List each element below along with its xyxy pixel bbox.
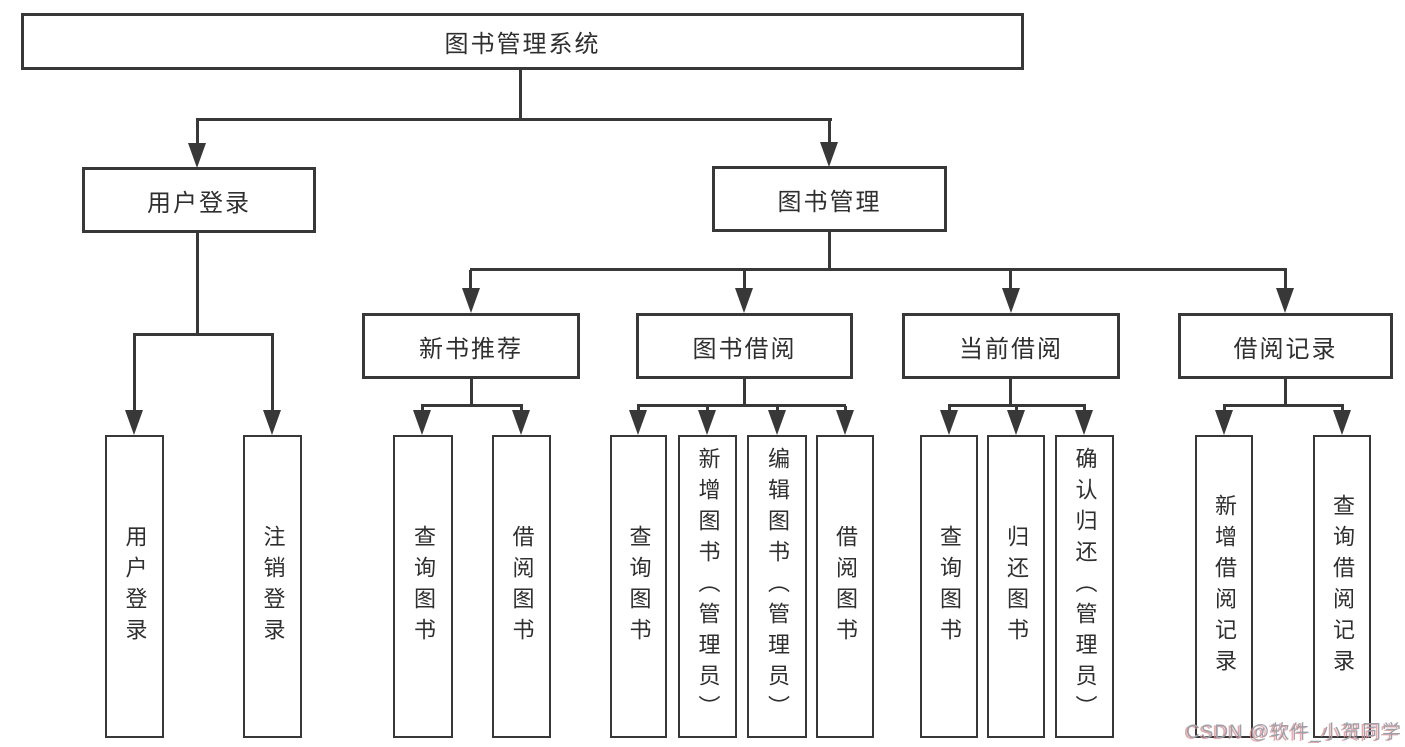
leaf-add-borrow-record: 新增借阅记录	[1195, 435, 1253, 738]
node-label: 用户登录	[147, 189, 251, 217]
connector-stem-login-leaf	[133, 335, 136, 412]
connector-g4-vertical	[1284, 379, 1287, 406]
node-label: 图书借阅	[692, 335, 797, 363]
arrow-down-icon	[1215, 410, 1233, 435]
node-label: 新增图书（管理员）	[695, 447, 721, 726]
arrow-down-icon	[462, 288, 480, 313]
leaf-query-borrow-record: 查询借阅记录	[1313, 435, 1371, 738]
arrow-down-icon	[1333, 410, 1351, 435]
arrow-down-icon	[768, 410, 786, 435]
arrow-down-icon	[940, 410, 958, 435]
arrow-down-icon	[1075, 410, 1093, 435]
connector-user-login-horizontal	[133, 333, 274, 336]
connector-stem-logout-leaf	[271, 335, 274, 412]
node-borrow-records: 借阅记录	[1178, 313, 1393, 379]
node-label: 查询借阅记录	[1330, 493, 1355, 680]
connector-g3-vertical	[1009, 379, 1012, 406]
node-label: 图书管理系统	[444, 31, 601, 58]
leaf-return-books: 归还图书	[987, 435, 1045, 738]
connector-g4-horizontal	[1223, 404, 1344, 407]
connector-root-horizontal	[196, 118, 832, 121]
leaf-query-books-recommend: 查询图书	[393, 435, 453, 738]
connector-g3-horizontal	[948, 404, 1086, 407]
leaf-logout: 注销登录	[243, 435, 302, 738]
leaf-user-login: 用户登录	[105, 435, 164, 738]
node-book-borrow: 图书借阅	[636, 313, 853, 379]
node-label: 新增借阅记录	[1212, 493, 1237, 680]
arrow-down-icon	[413, 410, 431, 435]
connector-g2-horizontal	[637, 404, 846, 407]
node-label: 用户登录	[122, 524, 148, 649]
node-label: 查询图书	[937, 524, 962, 649]
connector-stem-new-book	[469, 270, 472, 290]
connector-stem-book-borrow	[743, 270, 746, 290]
node-label: 当前借阅	[959, 335, 1063, 363]
node-label: 借阅图书	[833, 524, 858, 649]
node-label: 查询图书	[626, 524, 652, 649]
connector-book-mgmt-horizontal	[470, 268, 1287, 271]
connector-stem-book-management	[828, 120, 831, 146]
connector-stem-user-login	[196, 120, 199, 146]
connector-g2-vertical	[743, 379, 746, 406]
node-current-borrow: 当前借阅	[902, 313, 1120, 379]
connector-book-mgmt-vertical	[828, 232, 831, 270]
node-book-management: 图书管理	[712, 166, 947, 232]
connector-stem-borrow-records	[1284, 270, 1287, 290]
arrow-down-icon	[1276, 288, 1294, 313]
leaf-borrow-books: 借阅图书	[816, 435, 874, 738]
arrow-down-icon	[1002, 288, 1020, 313]
node-label: 注销登录	[260, 524, 286, 649]
leaf-query-books-borrow: 查询图书	[610, 435, 667, 738]
arrow-down-icon	[263, 410, 281, 435]
connector-g1-vertical	[470, 379, 473, 406]
node-new-book-recommend: 新书推荐	[362, 313, 580, 379]
arrow-down-icon	[1007, 410, 1025, 435]
node-label: 新书推荐	[419, 335, 523, 363]
arrow-down-icon	[188, 143, 206, 168]
node-label: 编辑图书（管理员）	[765, 447, 790, 726]
connector-g1-horizontal	[421, 404, 523, 407]
node-label: 归还图书	[1004, 524, 1029, 649]
leaf-borrow-books-recommend: 借阅图书	[492, 435, 551, 738]
arrow-down-icon	[125, 410, 143, 435]
csdn-watermark: CSDN @软件_小贺同学	[1186, 722, 1402, 743]
connector-user-login-vertical	[196, 233, 199, 335]
arrow-down-icon	[512, 410, 530, 435]
leaf-edit-books-admin: 编辑图书（管理员）	[747, 435, 807, 738]
connector-root-vertical	[519, 70, 522, 118]
leaf-add-books-admin: 新增图书（管理员）	[678, 435, 737, 738]
connector-stem-current-borrow	[1009, 270, 1012, 290]
node-root-library-system: 图书管理系统	[21, 13, 1024, 70]
node-label: 查询图书	[411, 524, 436, 649]
leaf-confirm-return-admin: 确认归还（管理员）	[1055, 435, 1114, 738]
arrow-down-icon	[698, 410, 716, 435]
leaf-query-books-current: 查询图书	[920, 435, 978, 738]
arrow-down-icon	[735, 288, 753, 313]
node-label: 图书管理	[777, 188, 882, 216]
arrow-down-icon	[820, 142, 838, 167]
node-label: 借阅记录	[1233, 335, 1338, 363]
node-user-login: 用户登录	[82, 167, 316, 233]
node-label: 借阅图书	[509, 524, 535, 649]
node-label: 确认归还（管理员）	[1072, 447, 1098, 726]
arrow-down-icon	[836, 410, 854, 435]
arrow-down-icon	[629, 410, 647, 435]
